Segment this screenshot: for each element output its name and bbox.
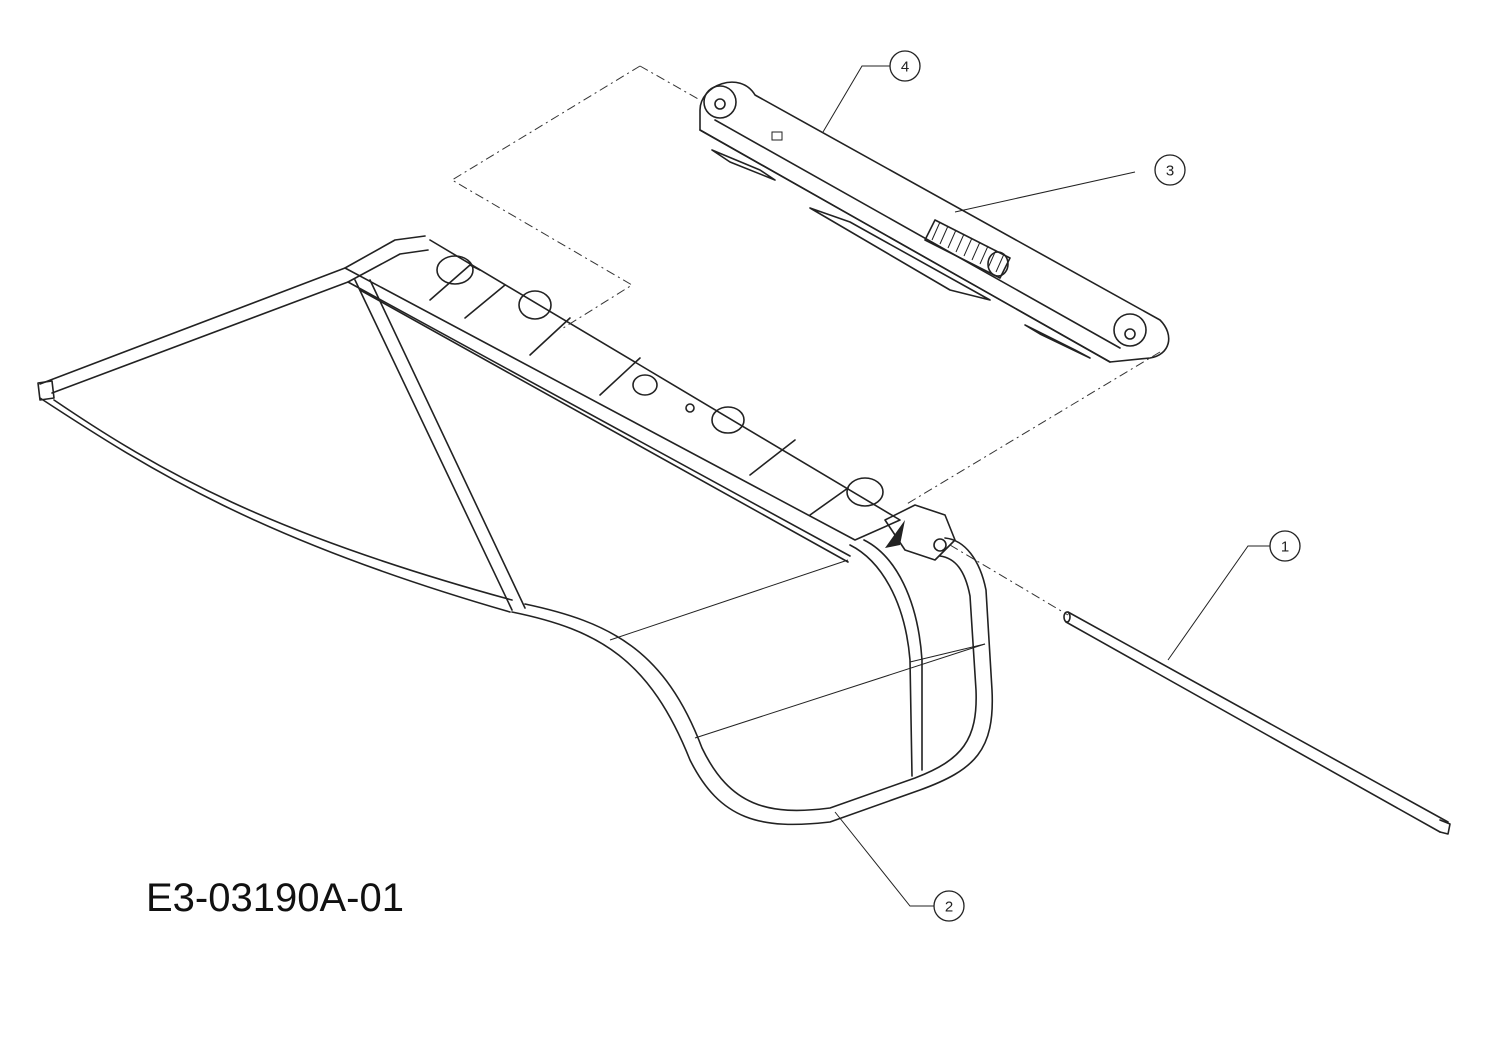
callout-3-label: 3 [1166, 163, 1174, 180]
assembly-line-3 [904, 351, 1161, 506]
rod-bottom [1065, 621, 1441, 833]
cover-tab-1 [711, 149, 776, 181]
rib-5 [749, 439, 796, 476]
callout-4-label: 4 [901, 59, 909, 76]
callout-3-circle [1154, 154, 1186, 186]
frame-top-rail-inner [51, 249, 429, 394]
frame-cross-line-3 [909, 643, 986, 663]
knuckle-5 [846, 477, 884, 507]
spring-end [987, 251, 1009, 277]
frame-right-leg-inner [863, 539, 923, 771]
knuckle-1 [436, 255, 474, 285]
cover-edge-inner [714, 119, 1121, 349]
rod-end-right [1439, 819, 1451, 835]
hinge-hole [685, 403, 695, 413]
hinge-bar-lower [359, 289, 849, 563]
knuckle-2 [518, 290, 552, 320]
frame-bowl [511, 537, 994, 826]
cover-end-left [703, 85, 737, 119]
cover-tab-3 [1024, 324, 1091, 359]
assembly-lines [451, 65, 1161, 616]
cover-hole-left [714, 98, 726, 110]
frame-cross-line-1 [609, 559, 849, 641]
part-3-spring [924, 219, 1011, 279]
frame-bowl-inner [524, 555, 977, 812]
leader-3 [954, 171, 1136, 213]
cover-hole-right [1124, 328, 1136, 340]
rib-6 [809, 487, 849, 516]
frame-strut [354, 279, 513, 611]
rib-4 [599, 357, 641, 396]
part-1-rod [1063, 611, 1451, 835]
spring-body [924, 219, 1011, 279]
part-2-frame [37, 235, 994, 826]
rib-3 [529, 317, 571, 356]
leader-4 [822, 65, 890, 133]
callout-4: 4 [889, 50, 921, 82]
latch-shadow [885, 520, 905, 548]
spring-coils [931, 221, 1005, 273]
callout-3: 3 [1154, 154, 1186, 186]
hinge-latch [884, 504, 956, 561]
leader-2 [834, 811, 935, 907]
rib-1 [429, 264, 481, 301]
latch-hole [933, 538, 947, 552]
assembly-line-1 [639, 65, 701, 101]
cover-edge [699, 129, 1111, 363]
callout-2-label: 2 [945, 899, 953, 916]
frame-left-cap [37, 380, 55, 401]
knuckle-3 [632, 374, 658, 396]
assembly-line-4 [949, 544, 1069, 616]
callout-1-label: 1 [1281, 539, 1289, 556]
frame-left-curve [39, 397, 511, 613]
rib-2 [464, 284, 506, 319]
leader-1 [1167, 545, 1270, 661]
frame-hinge-bar [344, 239, 956, 563]
frame-top-rail [39, 235, 426, 385]
assembly-line-2 [451, 65, 641, 331]
knuckle-4 [711, 406, 745, 434]
hinge-bar-top [344, 239, 901, 541]
callout-1-circle [1269, 530, 1301, 562]
frame-right-leg [849, 544, 913, 777]
cover-slot [771, 131, 783, 141]
rod-top [1067, 611, 1449, 823]
part-4-cover [699, 81, 1170, 363]
callout-4-circle [889, 50, 921, 82]
callout-1: 1 [1269, 530, 1301, 562]
callout-2-circle [933, 890, 965, 922]
rod-end-left [1063, 611, 1071, 623]
cover-end-right [1113, 313, 1147, 347]
frame-left-curve-inner [53, 399, 513, 601]
frame-strut-inner [369, 279, 526, 609]
leader-lines [822, 65, 1270, 907]
cover-tab-2 [809, 207, 991, 301]
drawing-code-label: E3-03190A-01 [146, 876, 404, 920]
hinge-bar-front [347, 281, 851, 557]
callout-2: 2 [933, 890, 965, 922]
frame-cross-line-2 [694, 643, 986, 739]
